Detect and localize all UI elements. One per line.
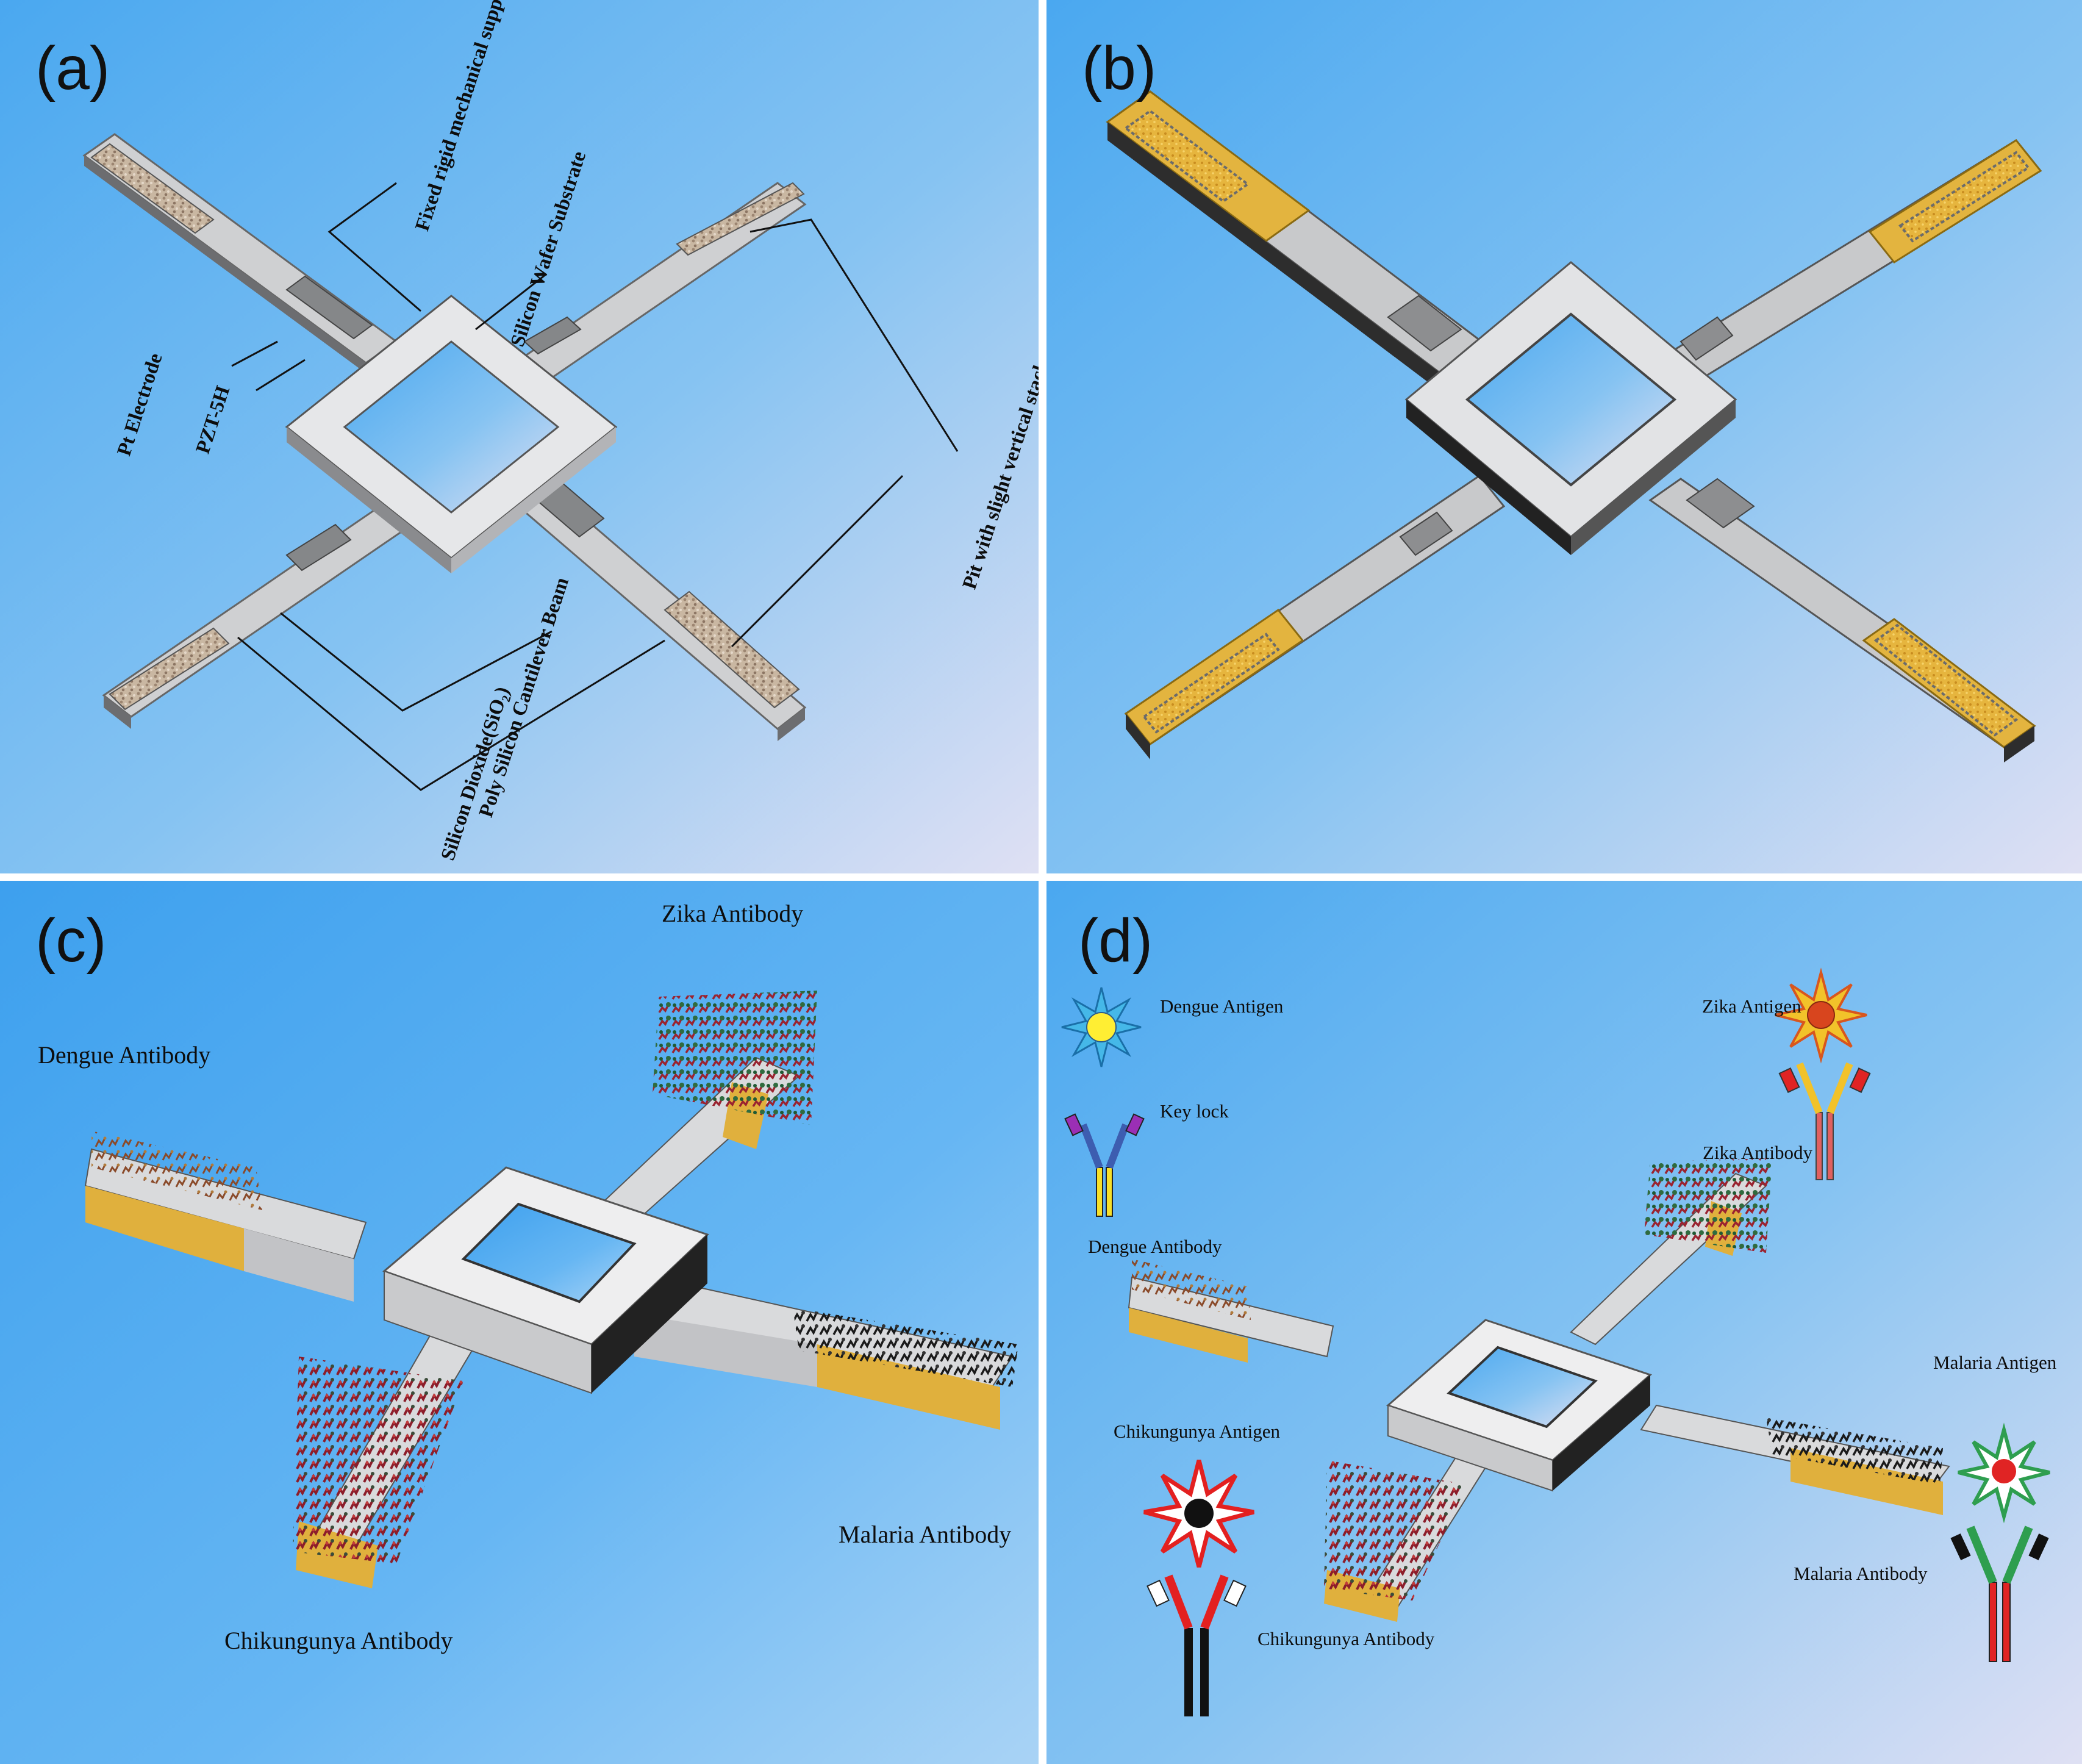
panel-a-diagram bbox=[0, 0, 1039, 873]
panel-c: (c) Zika Antibody Dengue Antibody Malari… bbox=[0, 881, 1039, 1764]
label-zika-antigen: Zika Antigen bbox=[1702, 995, 1801, 1017]
cantilever-beam-sw bbox=[1124, 474, 1506, 759]
cantilever-beam-nw bbox=[82, 133, 398, 373]
beam-chikungunya bbox=[293, 1319, 477, 1588]
panel-d-diagram bbox=[1046, 881, 2082, 1764]
beam-zika bbox=[1570, 1158, 1772, 1346]
panel-b-letter: (b) bbox=[1082, 34, 1157, 102]
beam-chikungunya bbox=[1324, 1429, 1499, 1622]
panel-a: (a) Fixed rigid mechanical support for c… bbox=[0, 0, 1039, 873]
label-chikungunya-antibody: Chikungunya Antibody bbox=[1257, 1628, 1435, 1649]
cantilever-beam-ne bbox=[495, 182, 807, 398]
label-zika-antibody: Zika Antibody bbox=[1703, 1142, 1812, 1163]
label-malaria-antigen: Malaria Antigen bbox=[1933, 1352, 2057, 1373]
beam-dengue bbox=[1128, 1259, 1334, 1363]
label-dengue-antibody: Dengue Antibody bbox=[1088, 1236, 1222, 1257]
cantilever-beam-nw bbox=[1106, 90, 1500, 403]
panel-d: (d) Dengue Antigen Key lock Zika Antigen… bbox=[1046, 881, 2082, 1764]
panel-c-letter: (c) bbox=[35, 906, 107, 975]
panel-c-diagram bbox=[0, 881, 1039, 1764]
label-dengue-antibody: Dengue Antibody bbox=[38, 1041, 211, 1069]
zika-antigen-icon bbox=[1775, 967, 1867, 1064]
beam-dengue bbox=[84, 1131, 367, 1302]
panel-d-letter: (d) bbox=[1078, 906, 1153, 975]
panel-a-letter: (a) bbox=[35, 34, 110, 102]
label-malaria-antibody: Malaria Antibody bbox=[1794, 1563, 1928, 1584]
dengue-antigen-icon bbox=[1061, 987, 1142, 1067]
cantilever-beam-ne bbox=[1636, 139, 2042, 404]
cantilever-beam-se bbox=[1648, 478, 2036, 762]
panel-b: (b) bbox=[1046, 0, 2082, 873]
label-key-lock: Key lock bbox=[1160, 1100, 1229, 1122]
label-zika-antibody: Zika Antibody bbox=[662, 900, 804, 927]
label-chikungunya-antigen: Chikungunya Antigen bbox=[1114, 1421, 1280, 1442]
label-chikungunya-antibody: Chikungunya Antibody bbox=[224, 1627, 453, 1654]
rigid-frame bbox=[285, 295, 618, 573]
beam-malaria bbox=[633, 1276, 1018, 1430]
chikungunya-antigen-icon bbox=[1143, 1460, 1254, 1568]
label-dengue-antigen: Dengue Antigen bbox=[1160, 995, 1284, 1017]
zika-antibody-icon bbox=[1778, 1062, 1871, 1180]
malaria-antibody-icon bbox=[1950, 1526, 2049, 1662]
panel-b-diagram bbox=[1046, 0, 2082, 873]
cantilever-beam-se bbox=[495, 465, 807, 741]
rigid-frame bbox=[382, 1166, 709, 1394]
leader-lines bbox=[231, 182, 959, 791]
label-malaria-antibody: Malaria Antibody bbox=[839, 1521, 1012, 1548]
beam-malaria bbox=[1640, 1404, 1950, 1515]
rigid-frame bbox=[1386, 1319, 1652, 1492]
rigid-frame bbox=[1404, 261, 1737, 555]
dengue-antibody-icon bbox=[1064, 1113, 1145, 1217]
malaria-antigen-icon bbox=[1958, 1422, 2050, 1524]
chikungunya-antibody-icon bbox=[1147, 1574, 1247, 1716]
